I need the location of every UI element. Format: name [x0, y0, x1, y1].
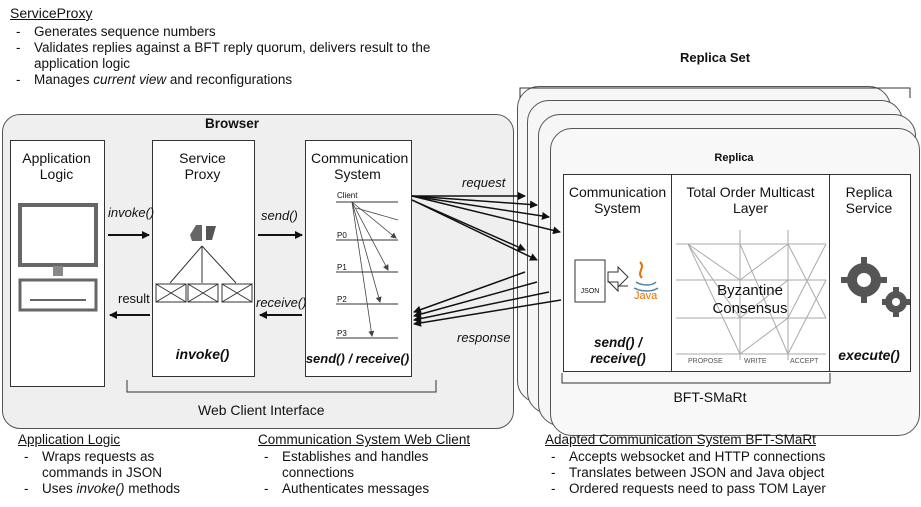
service-proxy-box	[152, 140, 255, 377]
client-lane-label: Client	[337, 191, 358, 200]
result-arrow-label: result	[118, 291, 150, 306]
browser-comm-io-label: send() / receive()	[305, 351, 410, 366]
computer-icon	[18, 203, 98, 312]
tom-layer-title: Total Order Multicast Layer	[686, 184, 815, 216]
invoke-arrow-label: invoke()	[108, 205, 155, 220]
accept-phase-label: ACCEPT	[790, 358, 819, 365]
process-lane-label: P1	[337, 263, 347, 272]
consensus-message-pattern	[676, 230, 827, 360]
application-logic-title: Application Logic	[22, 150, 91, 182]
adapted-comm-notes-list: Accepts websocket and HTTP connections T…	[545, 449, 915, 497]
process-lane-label: P2	[337, 295, 347, 304]
send-arrow-label: send()	[261, 208, 298, 223]
web-client-interface-label: Web Client Interface	[198, 402, 325, 418]
replica-set-bracket	[519, 87, 911, 98]
app-logic-note: Wraps requests as commands in JSON	[18, 449, 192, 481]
browser-comm-title: Communication System	[311, 150, 409, 182]
service-proxy-notes-heading: ServiceProxy	[10, 5, 93, 21]
process-lane-label: P3	[337, 329, 347, 338]
replica-service-execute-label: execute()	[838, 347, 900, 363]
service-proxy-note: Manages current view and reconfiguration…	[10, 72, 470, 88]
adapted-comm-note: Ordered requests need to pass TOM Layer	[545, 481, 915, 497]
request-arrow-label: request	[462, 175, 506, 190]
adapted-comm-notes-heading: Adapted Communication System BFT-SMaRt	[545, 432, 816, 447]
replica-comm-io-label: send() / receive()	[590, 335, 646, 366]
app-logic-notes-heading: Application Logic	[18, 432, 121, 447]
json-label: JSON	[580, 288, 600, 295]
service-proxy-invoke-label: invoke()	[175, 346, 230, 362]
java-label: Java	[634, 290, 658, 302]
comm-web-client-notes-list: Establishes and handles connections Auth…	[258, 449, 498, 497]
comm-web-client-note: Authenticates messages	[258, 481, 498, 497]
replica-title: Replica	[714, 152, 754, 164]
client-sequence-diagram	[336, 201, 399, 339]
comm-web-client-notes-heading: Communication System Web Client	[258, 432, 471, 447]
web-client-bracket	[126, 380, 437, 393]
browser-title: Browser	[205, 116, 260, 131]
replica-service-title: Replica Service	[845, 184, 893, 216]
gear-icon	[841, 257, 910, 317]
service-proxy-title: Service Proxy	[179, 150, 226, 182]
service-proxy-notes-list: Generates sequence numbers Validates rep…	[10, 24, 470, 88]
response-arrows	[413, 271, 562, 327]
adapted-comm-note: Translates between JSON and Java object	[545, 465, 915, 481]
json-to-java-icon	[574, 259, 659, 303]
receive-arrow-label: receive()	[256, 295, 307, 310]
process-lane-label: P0	[337, 231, 347, 240]
tom-layer-box	[671, 174, 832, 372]
propose-phase-label: PROPOSE	[688, 358, 723, 365]
service-proxy-note: Generates sequence numbers	[10, 24, 470, 40]
app-logic-notes-list: Wraps requests as commands in JSON Uses …	[18, 449, 228, 497]
byzantine-consensus-label: Byzantine Consensus	[712, 282, 788, 317]
bft-smart-label: BFT-SMaRt	[673, 389, 747, 405]
response-arrow-label: response	[457, 330, 511, 345]
replica-set-title: Replica Set	[680, 50, 751, 65]
service-proxy-note: Validates replies against a BFT reply qu…	[10, 40, 474, 72]
request-arrows	[411, 192, 561, 261]
adapted-comm-note: Accepts websocket and HTTP connections	[545, 449, 915, 465]
comm-web-client-note: Establishes and handles connections	[258, 449, 462, 481]
bft-smart-bracket	[561, 373, 831, 384]
write-phase-label: WRITE	[744, 358, 767, 365]
replica-comm-title: Communication System	[568, 184, 667, 216]
vote-icon	[169, 225, 237, 284]
app-logic-note: Uses invoke() methods	[18, 481, 228, 497]
envelope-icons	[155, 283, 253, 303]
